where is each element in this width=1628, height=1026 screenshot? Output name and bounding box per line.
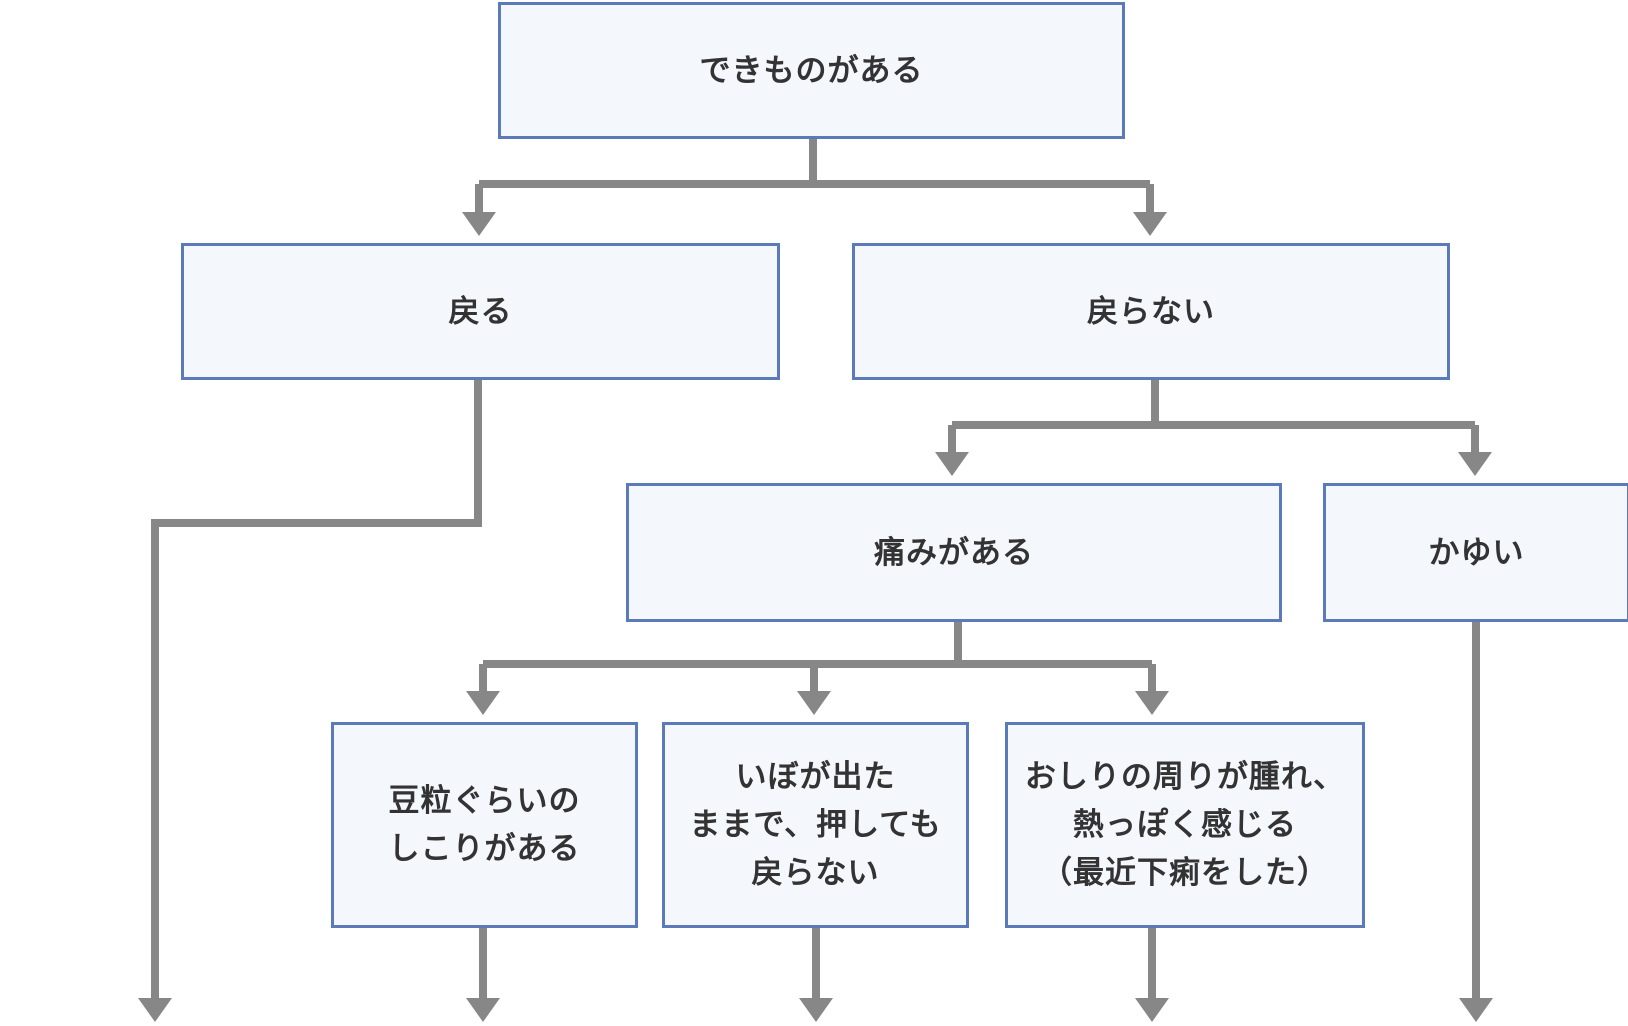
- connector-return-down: [151, 380, 482, 998]
- node-root-lump-present: できものがある: [498, 2, 1125, 139]
- node-text-line: 痛みがある: [874, 534, 1034, 571]
- arrowhead: [1458, 452, 1492, 476]
- node-swollen-feverish: おしりの周りが腫れ、 熱っぽく感じる （最近下痢をした）: [1005, 722, 1365, 928]
- arrowhead: [799, 998, 833, 1022]
- connector-noreturn-split: [948, 380, 1479, 452]
- node-does-not-return: 戻らない: [852, 243, 1450, 380]
- node-itchy: かゆい: [1323, 483, 1628, 622]
- node-text-line: いぼが出た: [735, 759, 896, 795]
- node-text-line: 戻らない: [751, 855, 880, 891]
- node-text-line: 戻らない: [1087, 293, 1215, 330]
- arrowhead: [466, 998, 500, 1022]
- node-painful: 痛みがある: [626, 483, 1282, 622]
- node-text-line: かゆい: [1428, 534, 1525, 571]
- connector-pain-split: [479, 622, 1156, 691]
- arrowhead: [1459, 998, 1493, 1022]
- arrowhead: [935, 452, 969, 476]
- arrowhead: [466, 691, 500, 715]
- arrowhead: [138, 998, 172, 1022]
- node-wart-stays-out: いぼが出た ままで、押しても 戻らない: [662, 722, 969, 928]
- node-text-line: ままで、押しても: [689, 807, 942, 843]
- arrowhead: [1135, 998, 1169, 1022]
- arrowhead: [1135, 691, 1169, 715]
- node-pea-sized-lump: 豆粒ぐらいの しこりがある: [331, 722, 638, 928]
- node-text-line: 豆粒ぐらいの: [388, 783, 581, 819]
- node-text-line: できものがある: [699, 52, 924, 89]
- arrowhead: [797, 691, 831, 715]
- connector-root-split: [475, 139, 1154, 212]
- arrowhead: [462, 212, 496, 236]
- node-text-line: （最近下痢をした）: [1041, 855, 1329, 891]
- node-text-line: 熱っぽく感じる: [1073, 807, 1297, 843]
- node-text-line: しこりがある: [388, 831, 581, 867]
- arrowhead: [1133, 212, 1167, 236]
- node-text-line: 戻る: [448, 293, 513, 330]
- node-text-line: おしりの周りが腫れ、: [1024, 759, 1346, 795]
- node-returns: 戻る: [181, 243, 780, 380]
